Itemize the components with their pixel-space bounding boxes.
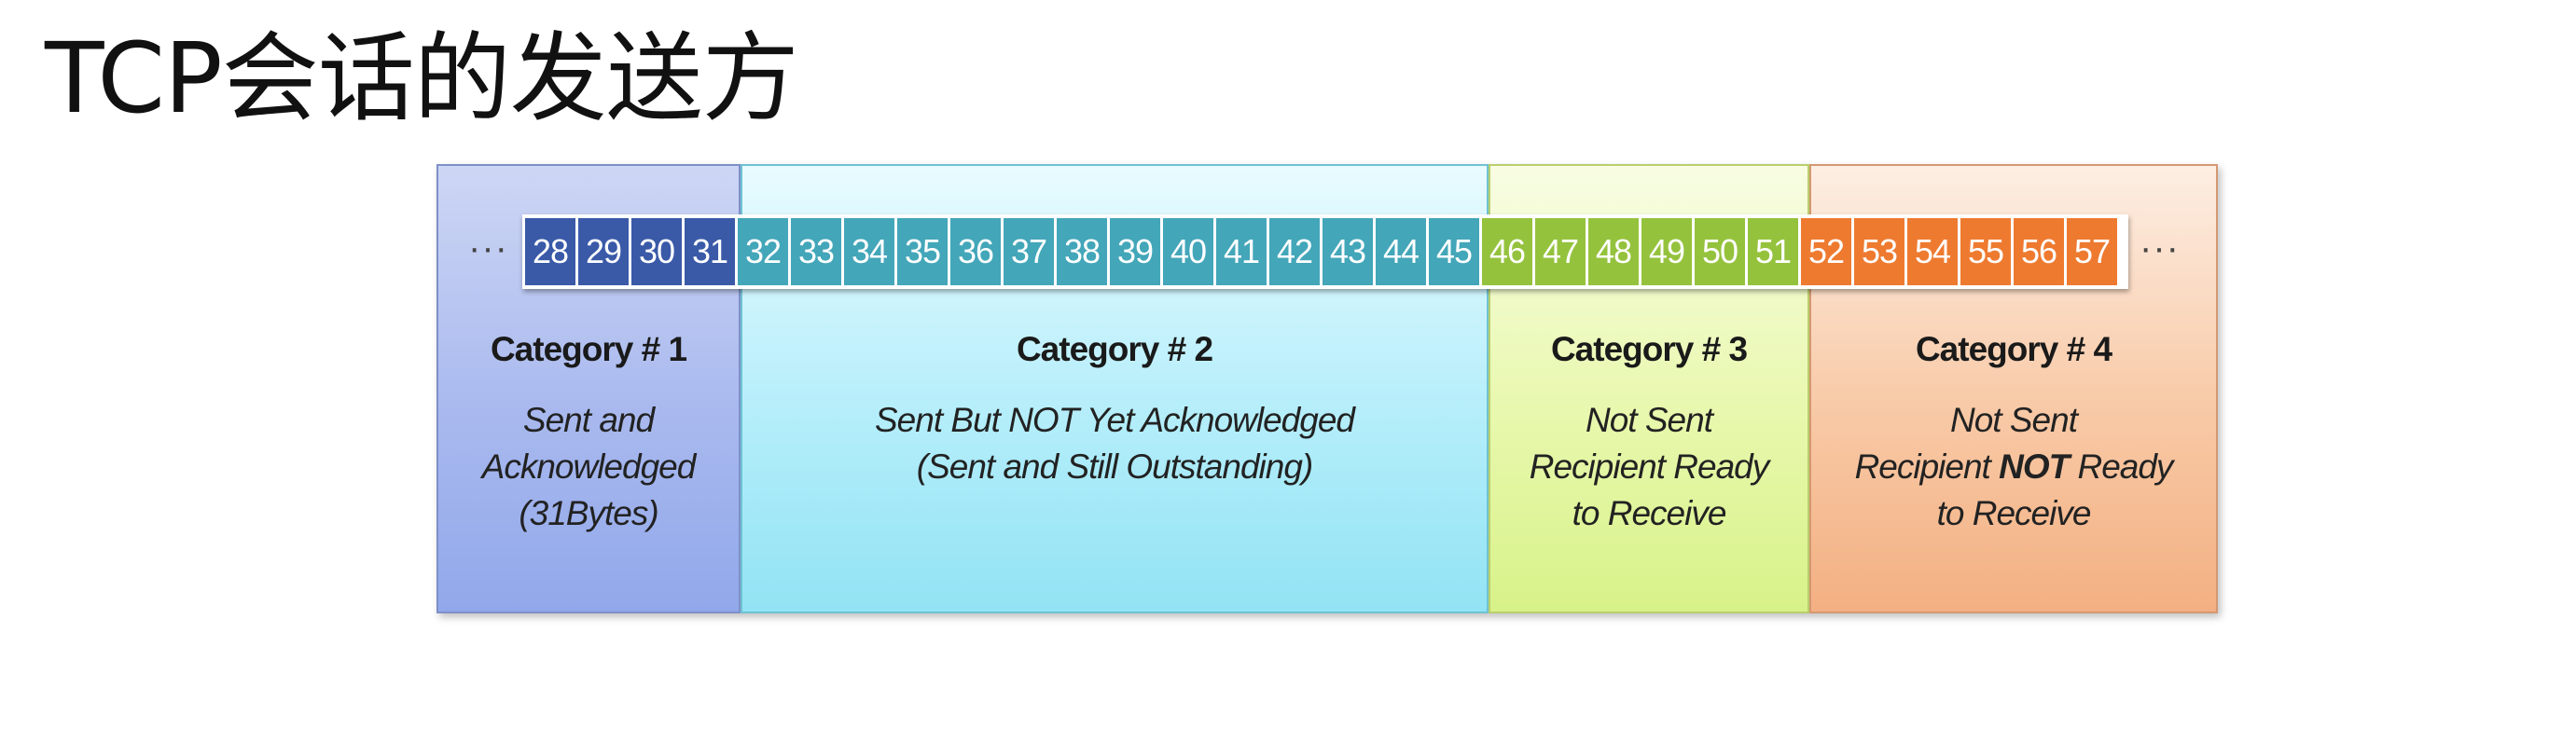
category-2-desc-line: (Sent and Still Outstanding) [916,447,1313,486]
category-3-title: Category # 3 [1550,330,1748,368]
category-4-description: Not Sent Recipient NOT Ready to Receive [1811,397,2216,537]
sequence-cell-34: 34 [844,218,894,285]
category-3-description: Not Sent Recipient Ready to Receive [1490,397,1807,537]
category-1-description: Sent and Acknowledged (31Bytes) [438,397,739,537]
category-1-title: Category # 1 [490,330,687,368]
category-2-title: Category # 2 [1016,330,1213,368]
category-4-desc-line: to Receive [1936,494,2092,532]
page-title: TCP会话的发送方 [45,21,799,135]
category-3-desc-line: Recipient Ready [1529,447,1769,486]
sequence-cell-39: 39 [1110,218,1160,285]
sequence-cell-29: 29 [578,218,629,285]
category-3-desc-line: to Receive [1572,494,1727,532]
sequence-cell-51: 51 [1748,218,1798,285]
sequence-cell-43: 43 [1323,218,1373,285]
sequence-ellipsis-right: ··· [2140,227,2180,268]
sequence-cell-49: 49 [1641,218,1692,285]
sequence-cell-37: 37 [1004,218,1054,285]
category-2-description: Sent But NOT Yet Acknowledged (Sent and … [742,397,1487,490]
sequence-cell-55: 55 [1960,218,2011,285]
sequence-cell-38: 38 [1057,218,1107,285]
sequence-cell-31: 31 [685,218,735,285]
sequence-cell-57: 57 [2067,218,2117,285]
category-4-desc-text: Ready [2069,447,2173,486]
sequence-cell-41: 41 [1216,218,1267,285]
sequence-cell-56: 56 [2014,218,2064,285]
sequence-cell-47: 47 [1535,218,1586,285]
sequence-cell-54: 54 [1907,218,1958,285]
sequence-cell-46: 46 [1482,218,1532,285]
sequence-cell-53: 53 [1854,218,1904,285]
category-4-desc-line: Not Sent [1950,401,2078,439]
sequence-cell-48: 48 [1588,218,1639,285]
category-1-desc-line: Acknowledged [481,447,697,486]
sequence-cell-52: 52 [1801,218,1851,285]
category-4-desc-line: Recipient NOT Ready [1811,444,2216,490]
sequence-cell-35: 35 [897,218,948,285]
category-3-desc-line: Not Sent [1586,401,1713,439]
sequence-cell-36: 36 [950,218,1001,285]
sequence-cell-28: 28 [525,218,575,285]
sequence-cell-33: 33 [791,218,841,285]
sequence-cell-44: 44 [1376,218,1426,285]
category-4-title: Category # 4 [1915,330,2112,368]
tcp-sender-window-diagram: Category # 1 Sent and Acknowledged (31By… [436,164,2218,613]
sequence-cell-32: 32 [738,218,788,285]
sequence-cell-42: 42 [1269,218,1320,285]
category-4-desc-text: Recipient [1854,447,2000,486]
sequence-cell-45: 45 [1429,218,1479,285]
category-2-desc-line: Sent But NOT Yet Acknowledged [875,401,1355,439]
sequence-cell-30: 30 [631,218,682,285]
sequence-cell-50: 50 [1695,218,1745,285]
category-4-desc-emphasis: NOT [1999,447,2070,486]
category-1-desc-line: (31Bytes) [519,494,658,532]
category-1-desc-line: Sent and [522,401,655,439]
sequence-cell-40: 40 [1163,218,1213,285]
sequence-ellipsis-left: ··· [468,227,508,268]
